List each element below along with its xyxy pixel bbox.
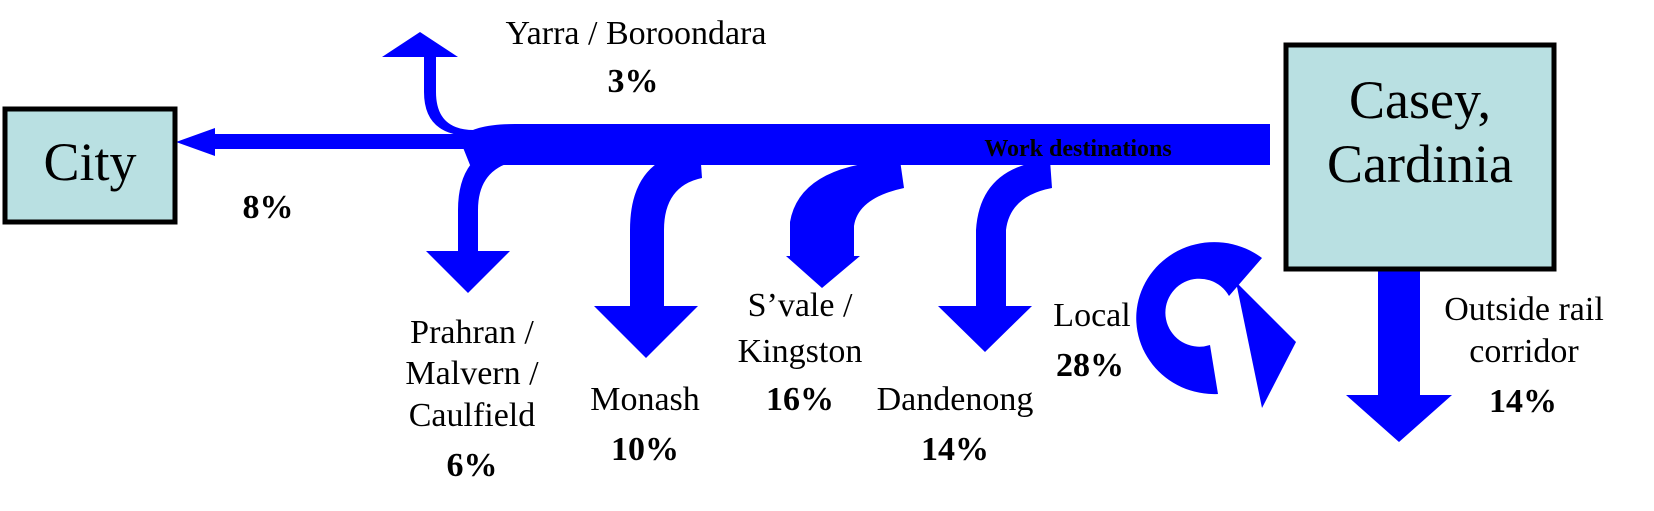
monash-flow-arrow — [594, 150, 702, 358]
monash-label: Monash — [590, 381, 700, 418]
dandenong-flow-arrow — [938, 160, 1052, 352]
svale-label-line1: S’vale / — [748, 287, 853, 324]
city-pct: 8% — [243, 189, 294, 226]
city-flow-arrow — [176, 128, 520, 156]
prahran-label-line2: Malvern / — [405, 355, 539, 392]
local-flow-arrowhead — [1236, 282, 1296, 408]
origin-node-box — [1283, 42, 1557, 272]
local-pct: 28% — [1056, 347, 1124, 384]
svale-label-line2: Kingston — [738, 333, 863, 370]
outside-flow-arrow — [1346, 262, 1452, 442]
monash-pct: 10% — [611, 431, 679, 468]
local-label: Local — [1053, 297, 1130, 334]
work-destinations-label: Work destinations — [984, 136, 1171, 162]
yarra-pct: 3% — [608, 63, 659, 100]
city-node-box — [2, 106, 178, 225]
dandenong-label: Dandenong — [877, 381, 1034, 418]
origin-node-label-line2: Cardinia — [1327, 134, 1513, 194]
dandenong-pct: 14% — [921, 431, 989, 468]
svale-flow-arrow — [786, 160, 904, 288]
prahran-label-line1: Prahran / — [410, 314, 534, 351]
outside-pct: 14% — [1489, 383, 1557, 420]
prahran-pct: 6% — [447, 447, 498, 484]
outside-label-line2: corridor — [1469, 333, 1579, 370]
main-flow-trunk — [460, 124, 1270, 165]
city-node-label: City — [43, 132, 136, 192]
prahran-label-line3: Caulfield — [409, 397, 536, 434]
yarra-flow-arrow — [382, 32, 474, 136]
local-flow-arrow — [1136, 242, 1262, 395]
yarra-label: Yarra / Boroondara — [506, 15, 767, 52]
svale-pct: 16% — [766, 381, 834, 418]
outside-label-line1: Outside rail — [1444, 291, 1604, 328]
origin-node-label-line1: Casey, — [1349, 70, 1491, 130]
prahran-flow-arrow — [426, 142, 522, 293]
